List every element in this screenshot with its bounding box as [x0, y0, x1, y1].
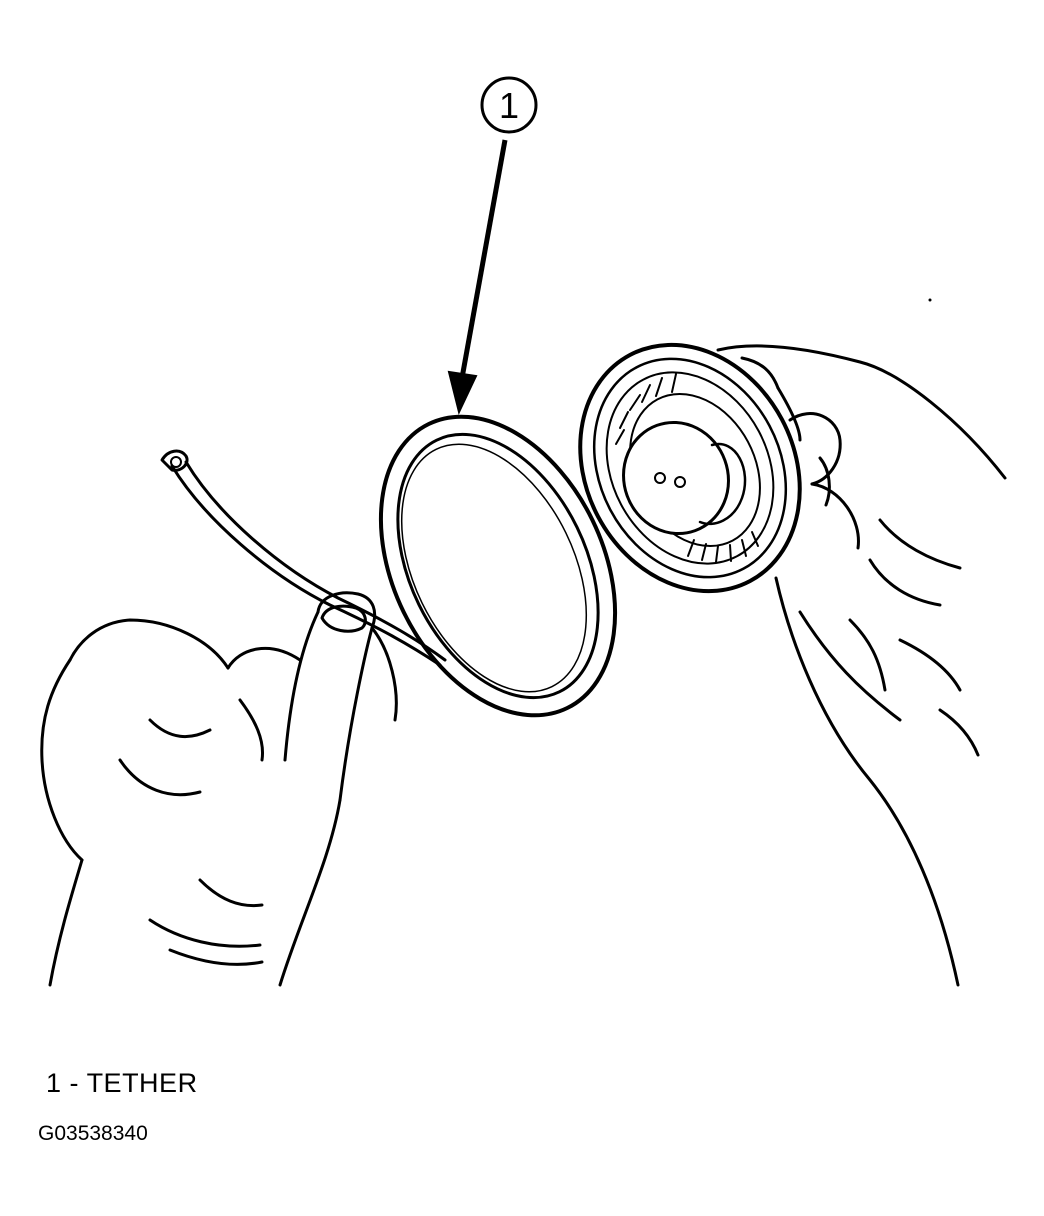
left-hand — [40, 591, 398, 987]
legend-separator: - — [69, 1068, 80, 1098]
callout-1: 1 — [447, 76, 538, 415]
legend-number: 1 — [46, 1068, 62, 1098]
callout-circle — [480, 76, 538, 134]
tether-removal-illustration: 1 — [40, 76, 1007, 987]
right-hand — [716, 344, 1007, 987]
stray-mark — [928, 298, 932, 302]
filler-cap — [578, 342, 802, 594]
legend: 1 - TETHER — [46, 1068, 198, 1099]
leader-arrow — [459, 139, 508, 379]
tether-ring — [378, 414, 618, 718]
leader-arrowhead — [447, 370, 478, 415]
figure-id: G03538340 — [38, 1122, 148, 1145]
callout-number: 1 — [499, 85, 519, 126]
legend-label: TETHER — [86, 1068, 198, 1098]
